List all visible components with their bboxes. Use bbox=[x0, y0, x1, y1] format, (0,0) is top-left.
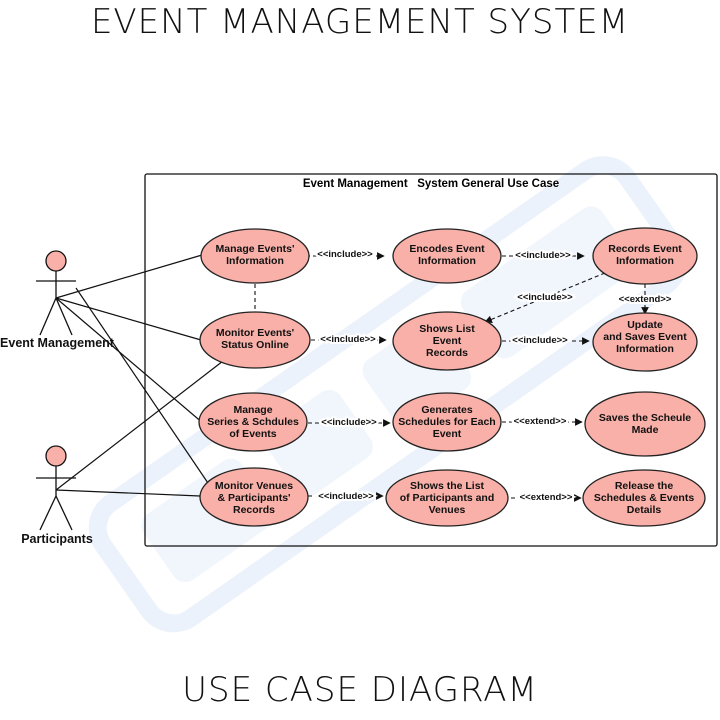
system-boundary-label: Event Management System General Use Case bbox=[303, 178, 559, 190]
use-case-manage-series: Manage Series & Schdules of Events bbox=[198, 392, 308, 452]
use-case-label: Made bbox=[632, 424, 659, 436]
use-case-label: Update bbox=[627, 319, 663, 331]
watermark-logo bbox=[88, 156, 688, 633]
system-boundary bbox=[144, 173, 718, 547]
use-case-shows-participants: Shows the List of Participants and Venue… bbox=[385, 469, 509, 527]
use-case-encodes-event: Encodes Event Information bbox=[392, 228, 502, 284]
association-line bbox=[55, 489, 201, 497]
use-case-label: Monitor Events' bbox=[216, 327, 294, 339]
use-case-label: Encodes Event bbox=[409, 243, 485, 255]
associations bbox=[55, 254, 224, 497]
use-case-label: Schedules for Each bbox=[398, 416, 495, 428]
use-case-label: Venues bbox=[429, 504, 466, 516]
actor-event-management: Event Management bbox=[0, 250, 115, 350]
actor-participants: Participants bbox=[21, 445, 93, 546]
actor-head bbox=[45, 445, 67, 467]
use-case-label: Saves the Scheule bbox=[599, 412, 691, 424]
use-case-label: Information bbox=[418, 255, 476, 267]
include-label: <<include>> bbox=[320, 334, 376, 345]
use-case-manage-events: Manage Events' Information bbox=[200, 228, 310, 284]
use-case-label: Status Online bbox=[221, 339, 289, 351]
use-case-label: and Saves Event bbox=[603, 331, 687, 343]
include-label: <<include>> bbox=[515, 250, 571, 261]
association-line bbox=[75, 287, 211, 487]
use-case-label: Records bbox=[426, 347, 468, 359]
use-case-label: of Events bbox=[229, 428, 276, 440]
association-line bbox=[55, 297, 202, 341]
association-line bbox=[55, 254, 203, 299]
dependencies: <<include>> <<include>> <<include>> <<ex… bbox=[254, 247, 674, 505]
actor-label-participants: Participants bbox=[21, 532, 93, 546]
use-case-label: Details bbox=[627, 504, 662, 516]
include-label: <<include>> bbox=[318, 491, 374, 502]
use-case-label: Series & Schdules bbox=[207, 416, 299, 428]
use-case-generates-schedules: Generates Schedules for Each Event bbox=[392, 392, 502, 452]
use-case-label: Information bbox=[616, 343, 674, 355]
diagram-caption: USE CASE DIAGRAM bbox=[182, 670, 538, 710]
include-label: <<include>> bbox=[317, 249, 373, 260]
use-case-monitor-venues: Monitor Venues & Participants' Records bbox=[199, 467, 309, 527]
use-case-saves-schedule: Saves the Scheule Made bbox=[584, 391, 706, 457]
use-case-label: Records Event bbox=[608, 243, 682, 255]
include-arrow bbox=[484, 272, 606, 323]
use-case-label: Information bbox=[616, 255, 674, 267]
use-case-label: Release the bbox=[615, 480, 674, 492]
include-label: <<include>> bbox=[321, 417, 377, 428]
use-case-records-event: Records Event Information bbox=[592, 227, 698, 285]
use-case-label: of Participants and bbox=[400, 492, 495, 504]
actor-label-event-management: Event Management bbox=[0, 336, 115, 350]
extend-label: <<extend>> bbox=[619, 294, 672, 305]
use-case-monitor-status: Monitor Events' Status Online bbox=[199, 311, 311, 369]
use-case-label: Event bbox=[433, 335, 462, 347]
use-case-label: Generates bbox=[421, 404, 473, 416]
include-label: <<include>> bbox=[512, 335, 568, 346]
association-line bbox=[55, 297, 205, 425]
use-case-label: Schedules & Events bbox=[594, 492, 695, 504]
use-case-label: Manage Events' bbox=[216, 243, 295, 255]
association-line bbox=[55, 360, 224, 491]
extend-label: <<extend>> bbox=[514, 416, 567, 427]
include-label: <<include>> bbox=[517, 292, 573, 303]
use-case-label: Records bbox=[233, 504, 275, 516]
actor-head bbox=[45, 250, 67, 272]
use-case-label: Manage bbox=[233, 404, 272, 416]
use-case-label: & Participants' bbox=[217, 492, 290, 504]
page-title: EVENT MANAGEMENT SYSTEM bbox=[90, 2, 630, 42]
use-case-label: Shows List bbox=[419, 323, 475, 335]
use-case-label: Event bbox=[433, 428, 462, 440]
extend-label: <<extend>> bbox=[520, 492, 573, 503]
use-case-label: Information bbox=[226, 255, 284, 267]
use-case-label: Shows the List bbox=[410, 480, 485, 492]
use-case-label: Monitor Venues bbox=[215, 480, 293, 492]
use-case-release-schedules: Release the Schedules & Events Details bbox=[582, 469, 706, 527]
use-case-shows-list-event: Shows List Event Records bbox=[392, 311, 502, 371]
use-case-update-saves: Update and Saves Event Information bbox=[592, 312, 698, 372]
